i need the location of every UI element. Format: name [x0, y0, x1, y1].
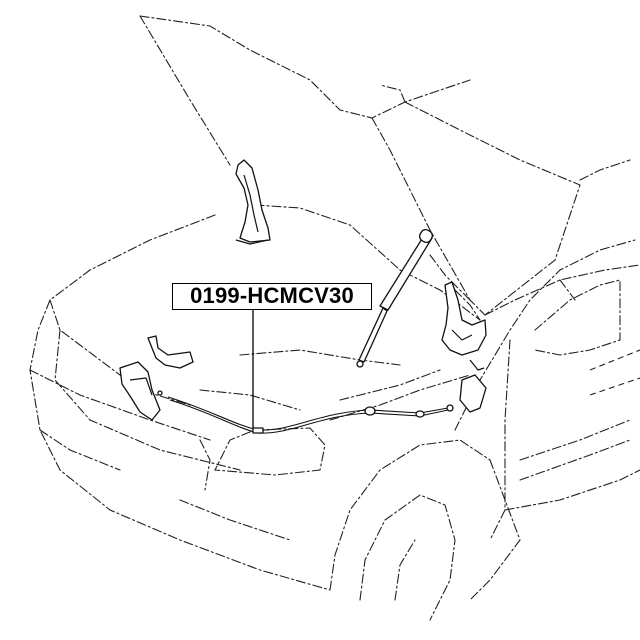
- part-number-callout: 0199-HCMCV30: [172, 283, 372, 310]
- hood-hinge: [235, 159, 271, 245]
- hood-support-strut: [356, 228, 434, 368]
- hood-release-lever: [119, 335, 194, 421]
- hood-release-cable: [167, 396, 454, 434]
- hood-outline: [139, 15, 581, 316]
- hood-lock: [441, 281, 487, 413]
- car-body-outline: [29, 84, 640, 621]
